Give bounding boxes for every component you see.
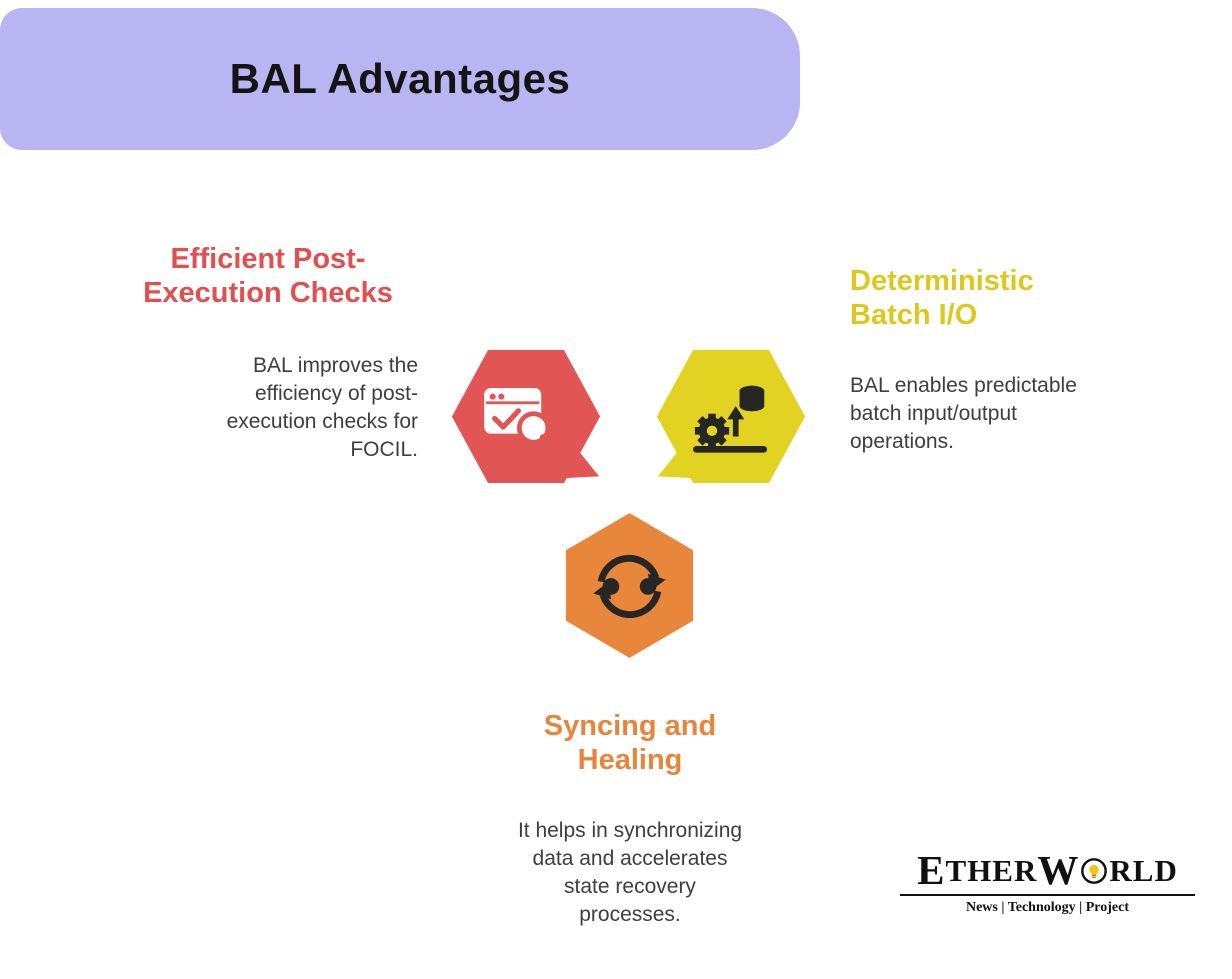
logo-letter-w: W (1037, 847, 1080, 893)
hexagon-red (451, 350, 601, 484)
logo-letter-e: E (917, 847, 946, 893)
logo-letters-ther: THER (945, 853, 1038, 888)
hexagon-yellow (656, 350, 806, 484)
title-banner: BAL Advantages (0, 8, 800, 150)
gear-database-upload-icon (693, 385, 768, 453)
browser-check-magnifier-icon (484, 388, 558, 453)
section-batch-io: Deterministic Batch I/O BAL enables pred… (850, 265, 1170, 456)
section-heading-syncing-healing: Syncing and Healing (543, 710, 717, 776)
logo-tagline: News | Technology | Project (965, 900, 1129, 915)
lightbulb-icon (1081, 857, 1108, 884)
section-body-syncing-healing: It helps in synchronizing data and accel… (517, 819, 743, 927)
logo-letters-rld: RLD (1109, 853, 1178, 888)
section-heading-post-execution: Efficient Post- Execution Checks (143, 243, 393, 309)
section-syncing-healing: Syncing and Healing It helps in synchron… (455, 710, 805, 929)
section-heading-batch-io: Deterministic Batch I/O (850, 265, 1034, 331)
logo-divider (900, 894, 1195, 896)
sync-arrows-people-icon (593, 554, 666, 619)
hexagon-orange (565, 513, 694, 658)
section-body-batch-io: BAL enables predictable batch input/outp… (850, 374, 1077, 454)
section-body-post-execution: BAL improves the efficiency of post- exe… (226, 354, 418, 462)
page-title: BAL Advantages (229, 55, 571, 102)
section-post-execution-checks: Efficient Post- Execution Checks BAL imp… (118, 243, 418, 464)
